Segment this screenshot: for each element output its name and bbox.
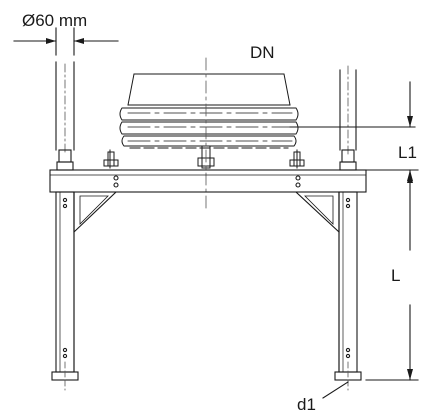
l1-label: L1 bbox=[398, 143, 417, 162]
arrow-left-icon bbox=[74, 38, 84, 44]
right-pipe bbox=[339, 65, 357, 171]
arrow-right-icon bbox=[46, 38, 56, 44]
pipe-diameter-dimension bbox=[13, 27, 119, 56]
arrow-up-icon bbox=[407, 172, 413, 183]
l-dimension bbox=[407, 171, 413, 381]
right-leg bbox=[294, 191, 362, 391]
l-label: L bbox=[391, 266, 400, 285]
dn-label: DN bbox=[250, 43, 275, 62]
bellows-compensator bbox=[103, 73, 305, 169]
pipe-diameter-label: Ø60 mm bbox=[22, 11, 87, 30]
d1-leader-line bbox=[322, 381, 349, 399]
arrow-down-icon bbox=[407, 369, 413, 380]
left-leg bbox=[51, 191, 118, 391]
crossbeam bbox=[49, 169, 367, 193]
arrow-down-icon bbox=[407, 116, 413, 127]
d1-label: d1 bbox=[297, 395, 316, 414]
l1-dimension bbox=[407, 81, 413, 183]
left-pipe bbox=[55, 61, 75, 171]
